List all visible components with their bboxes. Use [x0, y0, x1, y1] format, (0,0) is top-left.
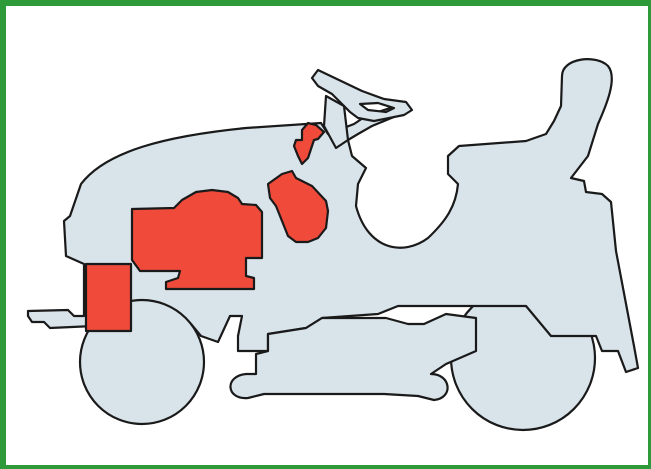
lawn-tractor-diagram [26, 58, 640, 432]
steering-wheel [310, 68, 414, 123]
battery [84, 262, 133, 333]
fuel-tank [266, 169, 330, 244]
tractor-body [26, 58, 640, 374]
engine [130, 188, 264, 291]
mower-deck [229, 312, 478, 402]
fuel-cap [292, 121, 326, 166]
steering-column [322, 94, 350, 150]
